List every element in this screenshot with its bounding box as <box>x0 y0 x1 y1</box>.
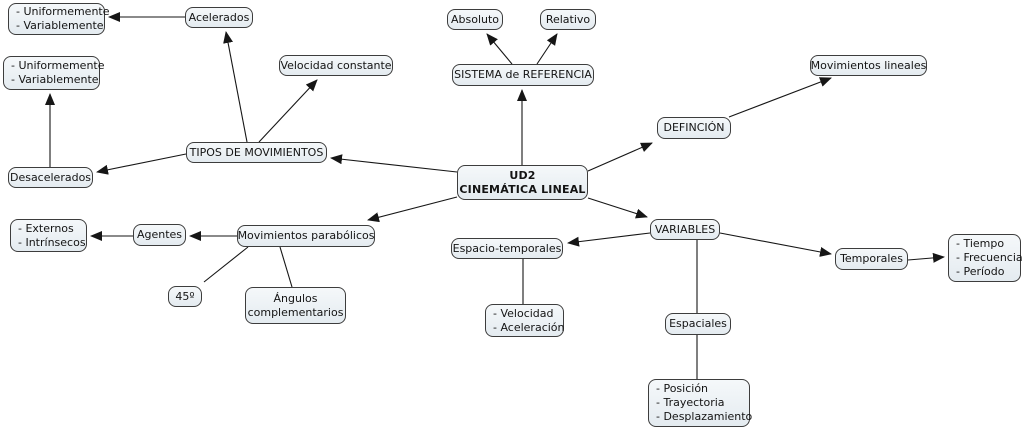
node-label-line: - Variablemente <box>11 73 99 86</box>
node-label-line: - Externos <box>18 221 74 235</box>
node-label-line: - Período <box>956 265 1005 278</box>
edge-ud2-cinematica-lineal--tipos-de-movimientos <box>330 154 458 173</box>
node-label-line: Ángulos <box>273 291 318 305</box>
edge-temporales--tiempo-frecuencia-periodo <box>907 252 945 263</box>
node-label-line: - Trayectoria <box>656 396 725 409</box>
node-posicion-trayectoria-desplazamiento[interactable]: - Posición- Trayectoria- Desplazamiento <box>648 379 753 427</box>
node-label-line: VARIABLES <box>654 222 716 236</box>
node-label-line: Absoluto <box>450 12 500 26</box>
node-cuarenta-y-cinco-grados[interactable]: 45º <box>168 286 202 307</box>
node-label-line: - Frecuencia <box>956 251 1023 264</box>
node-label-line: CINEMÁTICA LINEAL <box>459 182 586 196</box>
node-label-line: - Aceleración <box>493 320 565 334</box>
node-label-line: - Uniformemente <box>11 59 105 72</box>
edge-movimientos-parabolicos--cuarenta-y-cinco-grados <box>203 246 249 283</box>
edge-ud2-cinematica-lineal--defincion <box>587 142 653 172</box>
node-label-line: Movimientos lineales <box>810 58 927 72</box>
node-label-line: DEFINCIÓN <box>663 121 725 134</box>
node-variables[interactable]: VARIABLES <box>650 219 720 240</box>
edge-ud2-cinematica-lineal--variables <box>587 197 648 219</box>
node-movimientos-lineales[interactable]: Movimientos lineales <box>810 55 927 76</box>
node-label-line: Relativo <box>545 12 591 26</box>
edges-group <box>45 12 945 379</box>
node-tipos-de-movimientos[interactable]: TIPOS DE MOVIMIENTOS <box>186 142 327 163</box>
node-label-line: Movimientos parabólicos <box>237 229 375 242</box>
node-sistema-de-referencia[interactable]: SISTEMA de REFERENCIA <box>452 64 594 86</box>
node-uniformemente-variablemente-top[interactable]: - Uniformemente- Variablemente <box>8 3 110 35</box>
node-label-line: Agentes <box>136 228 183 241</box>
node-espaciales[interactable]: Espaciales <box>665 313 731 335</box>
edge-tipos-de-movimientos--velocidad-constante <box>258 79 318 143</box>
node-label-line: Temporales <box>840 252 903 265</box>
node-desacelerados[interactable]: Desacelerados <box>8 167 93 188</box>
edge-variables--espacio-temporales <box>567 232 651 247</box>
node-label-line: UD2 <box>509 168 536 182</box>
node-label-line: complementarios <box>247 305 344 319</box>
node-agentes[interactable]: Agentes <box>133 224 186 246</box>
node-tiempo-frecuencia-periodo[interactable]: - Tiempo- Frecuencia- Período <box>948 234 1023 282</box>
edge-tipos-de-movimientos--desacelerados <box>96 153 187 175</box>
node-velocidad-constante[interactable]: Velocidad constante <box>279 55 393 76</box>
node-label-line: Desacelerados <box>9 170 92 184</box>
node-uniformemente-variablemente-mid[interactable]: - Uniformemente- Variablemente <box>3 56 105 90</box>
node-label-line: - Intrínsecos <box>18 235 86 249</box>
node-espacio-temporales[interactable]: Espacio-temporales <box>451 238 563 259</box>
node-label-line: Espaciales <box>669 317 727 330</box>
node-temporales[interactable]: Temporales <box>835 248 908 270</box>
node-label-line: Acelerados <box>188 10 250 24</box>
node-relativo[interactable]: Relativo <box>540 9 596 30</box>
node-absoluto[interactable]: Absoluto <box>447 9 503 30</box>
node-label-line: - Variablemente <box>16 19 104 32</box>
node-label-line: - Uniformemente <box>16 5 110 18</box>
edge-sistema-de-referencia--absoluto <box>486 33 513 65</box>
node-defincion[interactable]: DEFINCIÓN <box>657 117 731 139</box>
node-label-line: TIPOS DE MOVIMIENTOS <box>189 145 324 159</box>
edge-tipos-de-movimientos--acelerados <box>223 31 248 143</box>
edge-ud2-cinematica-lineal--movimientos-parabolicos <box>367 196 458 223</box>
node-label-line: - Velocidad <box>493 306 554 320</box>
node-acelerados[interactable]: Acelerados <box>185 7 253 28</box>
edge-variables--temporales <box>719 232 832 257</box>
node-label-line: SISTEMA de REFERENCIA <box>454 68 592 81</box>
node-label-line: - Desplazamiento <box>656 410 753 423</box>
node-label-line: 45º <box>175 289 195 303</box>
node-label-line: - Tiempo <box>956 237 1005 250</box>
node-movimientos-parabolicos[interactable]: Movimientos parabólicos <box>237 225 375 247</box>
edge-sistema-de-referencia--relativo <box>536 33 558 65</box>
node-velocidad-aceleracion[interactable]: - Velocidad- Aceleración <box>485 304 565 337</box>
node-label-line: - Posición <box>656 382 709 395</box>
node-label-line: Espacio-temporales <box>452 241 562 255</box>
node-externos-intrinsecos[interactable]: - Externos- Intrínsecos <box>10 219 87 252</box>
node-label-line: Velocidad constante <box>280 58 392 72</box>
edge-movimientos-parabolicos--angulos-complementarios <box>279 246 293 288</box>
edge-defincion--movimientos-lineales <box>728 77 832 118</box>
